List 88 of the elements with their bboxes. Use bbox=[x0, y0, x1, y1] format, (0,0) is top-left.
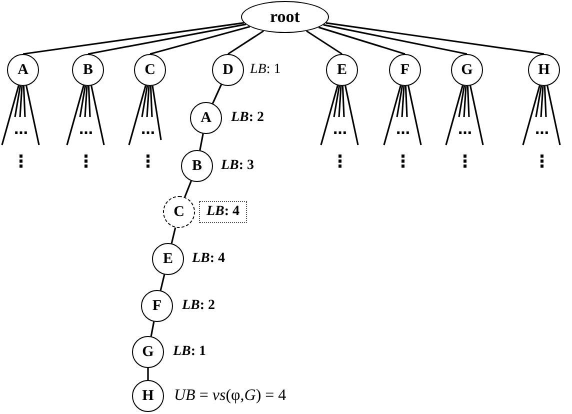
tree-node: H bbox=[528, 54, 560, 86]
ellipsis-mark: … bbox=[396, 122, 410, 138]
tree-node: A bbox=[7, 54, 39, 86]
branch-line bbox=[19, 86, 23, 118]
branch-line bbox=[344, 85, 359, 146]
branch-line bbox=[128, 85, 146, 146]
branch-line bbox=[320, 85, 338, 146]
branch-line bbox=[535, 86, 542, 118]
ellipsis-mark: … bbox=[141, 122, 155, 138]
root-node: root bbox=[241, 1, 329, 33]
tree-node: G bbox=[132, 336, 164, 368]
tree-edge bbox=[150, 26, 250, 55]
branch-line bbox=[338, 86, 342, 118]
branch-line bbox=[458, 86, 466, 118]
tree-edge bbox=[147, 368, 149, 380]
tree-node: F bbox=[141, 290, 173, 322]
tree-node: C bbox=[134, 54, 166, 86]
tree-node: B bbox=[181, 150, 213, 182]
branch-line bbox=[333, 86, 340, 118]
vertical-ellipsis-mark: ⋮ bbox=[140, 152, 156, 172]
branch-line bbox=[383, 85, 402, 146]
branch-line bbox=[79, 86, 86, 118]
branch-line bbox=[1, 85, 20, 146]
branch-line bbox=[342, 86, 345, 118]
branch-line bbox=[445, 85, 464, 146]
tree-node: G bbox=[451, 54, 483, 86]
tree-edge bbox=[306, 30, 342, 55]
ellipsis-mark: … bbox=[79, 122, 93, 138]
ellipsis-mark: … bbox=[14, 122, 28, 138]
branch-line bbox=[463, 86, 467, 118]
tree-edge bbox=[228, 30, 264, 55]
tree-node: B bbox=[72, 54, 104, 86]
tree-edge bbox=[212, 84, 222, 104]
vertical-ellipsis-mark: ⋮ bbox=[534, 152, 550, 172]
branch-line bbox=[152, 86, 162, 140]
tree-edge bbox=[326, 22, 544, 55]
branch-line bbox=[470, 85, 484, 146]
tree-node: F bbox=[389, 54, 421, 86]
branch-line bbox=[14, 86, 22, 118]
tree-edge bbox=[150, 322, 155, 336]
tree-edge bbox=[170, 227, 176, 244]
branch-line bbox=[396, 86, 404, 118]
tree-node: E bbox=[152, 243, 184, 275]
tree-edge bbox=[22, 22, 244, 55]
tree-edge bbox=[184, 180, 192, 198]
vertical-ellipsis-mark: ⋮ bbox=[78, 152, 94, 172]
branch-line bbox=[141, 86, 148, 118]
bound-label: LB: 2 bbox=[182, 297, 216, 315]
tree-node: A bbox=[190, 102, 222, 134]
tree-node: E bbox=[326, 54, 358, 86]
branch-line bbox=[146, 86, 150, 118]
branch-line bbox=[540, 86, 544, 118]
branch-line bbox=[84, 86, 88, 118]
tree-edge bbox=[160, 274, 166, 291]
branch-line bbox=[401, 86, 405, 118]
branch-line bbox=[66, 85, 84, 146]
tree-edge bbox=[323, 24, 468, 55]
tree-node: H bbox=[132, 380, 164, 412]
ellipsis-mark: … bbox=[333, 122, 347, 138]
branch-line bbox=[466, 86, 470, 118]
tree-node: C bbox=[163, 196, 195, 228]
branch-line bbox=[404, 86, 408, 118]
branch-line bbox=[90, 85, 105, 146]
bound-label: LB: 1 bbox=[250, 61, 281, 79]
tree-edge bbox=[88, 24, 246, 55]
bound-formula: UB = vs(φ,G) = 4 bbox=[174, 387, 286, 405]
bound-label: LB: 1 bbox=[173, 343, 206, 361]
vertical-ellipsis-mark: ⋮ bbox=[332, 152, 348, 172]
vertical-ellipsis-mark: ⋮ bbox=[394, 152, 412, 172]
bound-label: LB: 2 bbox=[231, 109, 264, 127]
branch-line bbox=[88, 86, 91, 118]
branch-line bbox=[546, 85, 561, 146]
vertical-ellipsis-mark: ⋮ bbox=[456, 152, 474, 172]
branch-line bbox=[22, 86, 26, 118]
bound-label: LB: 3 bbox=[221, 157, 254, 175]
tree-edge bbox=[318, 26, 406, 55]
branch-line bbox=[544, 86, 547, 118]
tree-edge bbox=[199, 134, 204, 150]
vertical-ellipsis-mark: ⋮ bbox=[12, 152, 30, 172]
branch-line bbox=[408, 85, 422, 146]
ellipsis-mark: … bbox=[458, 122, 472, 138]
branch-line bbox=[150, 86, 153, 118]
branch-line bbox=[522, 85, 540, 146]
bound-label: LB: 4 bbox=[192, 250, 226, 268]
bound-box: LB: 4 bbox=[199, 201, 247, 223]
branch-line bbox=[26, 85, 40, 146]
tree-node: D bbox=[212, 54, 244, 86]
ellipsis-mark: … bbox=[535, 122, 549, 138]
